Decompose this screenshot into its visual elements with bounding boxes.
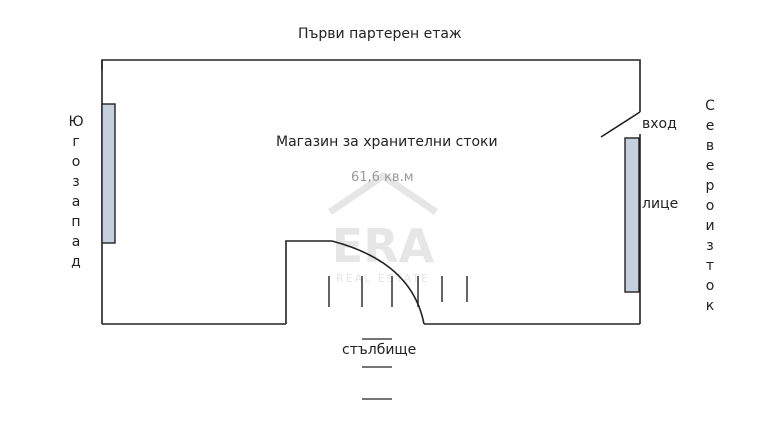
- plan-title: Първи партерен етаж: [298, 26, 462, 42]
- wall-stair-recess: [285, 240, 332, 324]
- entrance-label: вход: [642, 116, 677, 132]
- stair-marks: [362, 338, 392, 400]
- room-label: Магазин за хранителни стоки: [276, 134, 498, 150]
- wall-main: [101, 59, 641, 112]
- front-label: лице: [642, 196, 679, 212]
- entrance-door: [600, 111, 641, 138]
- window-southwest: [101, 103, 116, 244]
- stair-steps: [328, 276, 468, 307]
- northeast-label: С е в е р о и з т о к: [705, 98, 715, 314]
- stairs-label: стълбище: [342, 342, 417, 358]
- watermark-subtitle: REAL ESTATE: [336, 272, 430, 285]
- area-label: 61,6 кв.м: [351, 170, 414, 185]
- door-swing-arc: [331, 240, 425, 325]
- window-northeast: [624, 137, 640, 293]
- era-watermark: ERA REAL ESTATE: [328, 171, 438, 285]
- southwest-label: Ю г о з а п а д: [68, 114, 84, 270]
